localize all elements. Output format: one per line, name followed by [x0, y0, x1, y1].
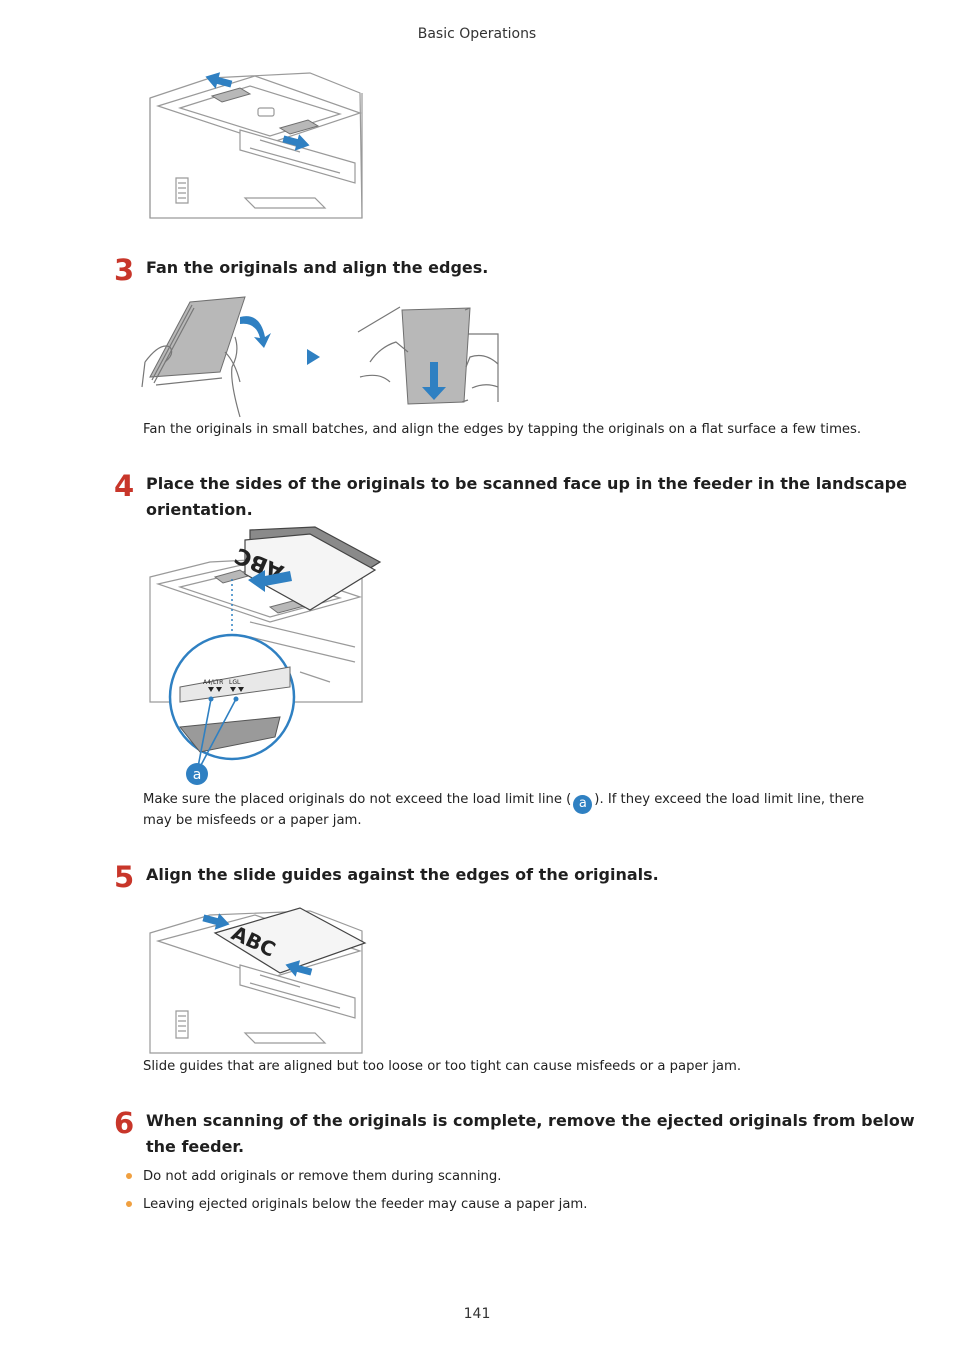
step-6-title-line-1: When scanning of the originals is comple… — [146, 1111, 915, 1130]
printer-feeder-guides-illustration — [149, 72, 363, 219]
running-header: Basic Operations — [417, 26, 537, 42]
page-number: 141 — [463, 1306, 491, 1322]
step-4-title-line-2: orientation. — [146, 500, 253, 519]
step-4-note-line-2: may be misfeeds or a paper jam. — [143, 813, 362, 828]
bullet-item: Leaving ejected originals below the feed… — [143, 1197, 588, 1212]
figure-callout-a: a — [193, 767, 202, 783]
step-4-note: Make sure the placed originals do not ex… — [143, 789, 864, 814]
step-6-title-line-2: the feeder. — [146, 1137, 245, 1156]
step-4-note-end: ). If they exceed the load limit line, t… — [594, 792, 865, 807]
step-3-note: Fan the originals in small batches, and … — [143, 422, 862, 437]
bullet-item: Do not add originals or remove them duri… — [143, 1169, 502, 1184]
fan-originals-illustration — [141, 296, 499, 418]
place-originals-illustration: ABC A4/LTR LGL a — [149, 526, 382, 785]
step-3-title: Fan the originals and align the edges. — [146, 258, 489, 277]
step-6-number: 6 — [114, 1106, 135, 1140]
step-5-number: 5 — [114, 860, 135, 894]
figure-label-a4ltr: A4/LTR — [203, 679, 223, 686]
bullet-dot-icon — [126, 1201, 132, 1207]
callout-a-icon: a — [573, 795, 593, 814]
step-4-title-line-1: Place the sides of the originals to be s… — [146, 474, 907, 493]
step-4-note-start: Make sure the placed originals do not ex… — [143, 792, 572, 807]
step-5-title: Align the slide guides against the edges… — [146, 865, 659, 884]
step-4-number: 4 — [114, 469, 135, 503]
bullet-dot-icon — [126, 1173, 132, 1179]
align-slide-guides-illustration: ABC — [149, 907, 367, 1054]
step-3-number: 3 — [114, 253, 135, 287]
step-5-note: Slide guides that are aligned but too lo… — [143, 1059, 742, 1074]
figure-label-lgl: LGL — [229, 679, 241, 686]
